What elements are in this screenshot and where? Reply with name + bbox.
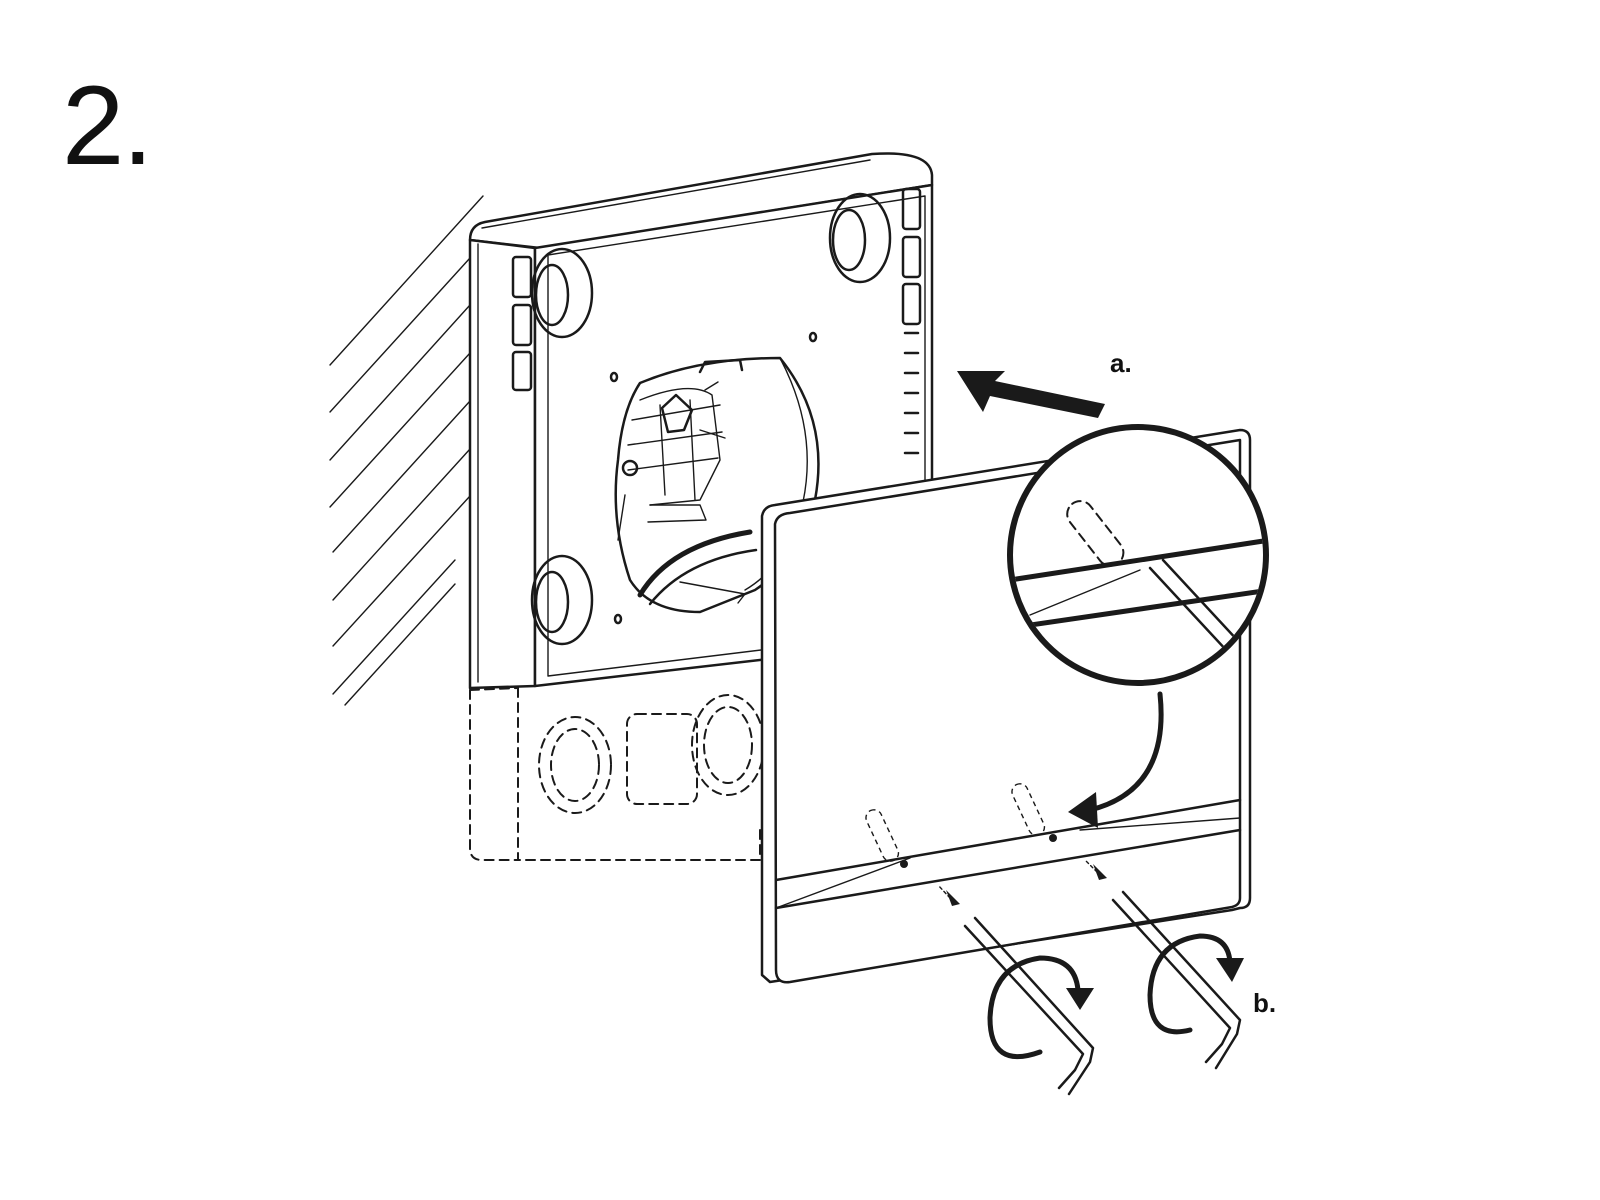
step-number: 2. — [62, 63, 153, 188]
hex-key-right — [1084, 859, 1242, 1070]
dashed-junction-box — [469, 687, 765, 861]
arrow-a-icon — [957, 371, 1105, 418]
callout-b-label: b. — [1253, 988, 1277, 1018]
wall-hatching — [329, 195, 484, 706]
rotate-arrow-left-icon — [987, 955, 1094, 1059]
magnifier-detail — [1007, 424, 1269, 686]
hex-key-left — [937, 884, 1095, 1096]
callout-a-label: a. — [1110, 348, 1132, 378]
rotate-arrow-right-icon — [1147, 933, 1244, 1035]
detail-pointer-arrow — [1068, 691, 1164, 828]
